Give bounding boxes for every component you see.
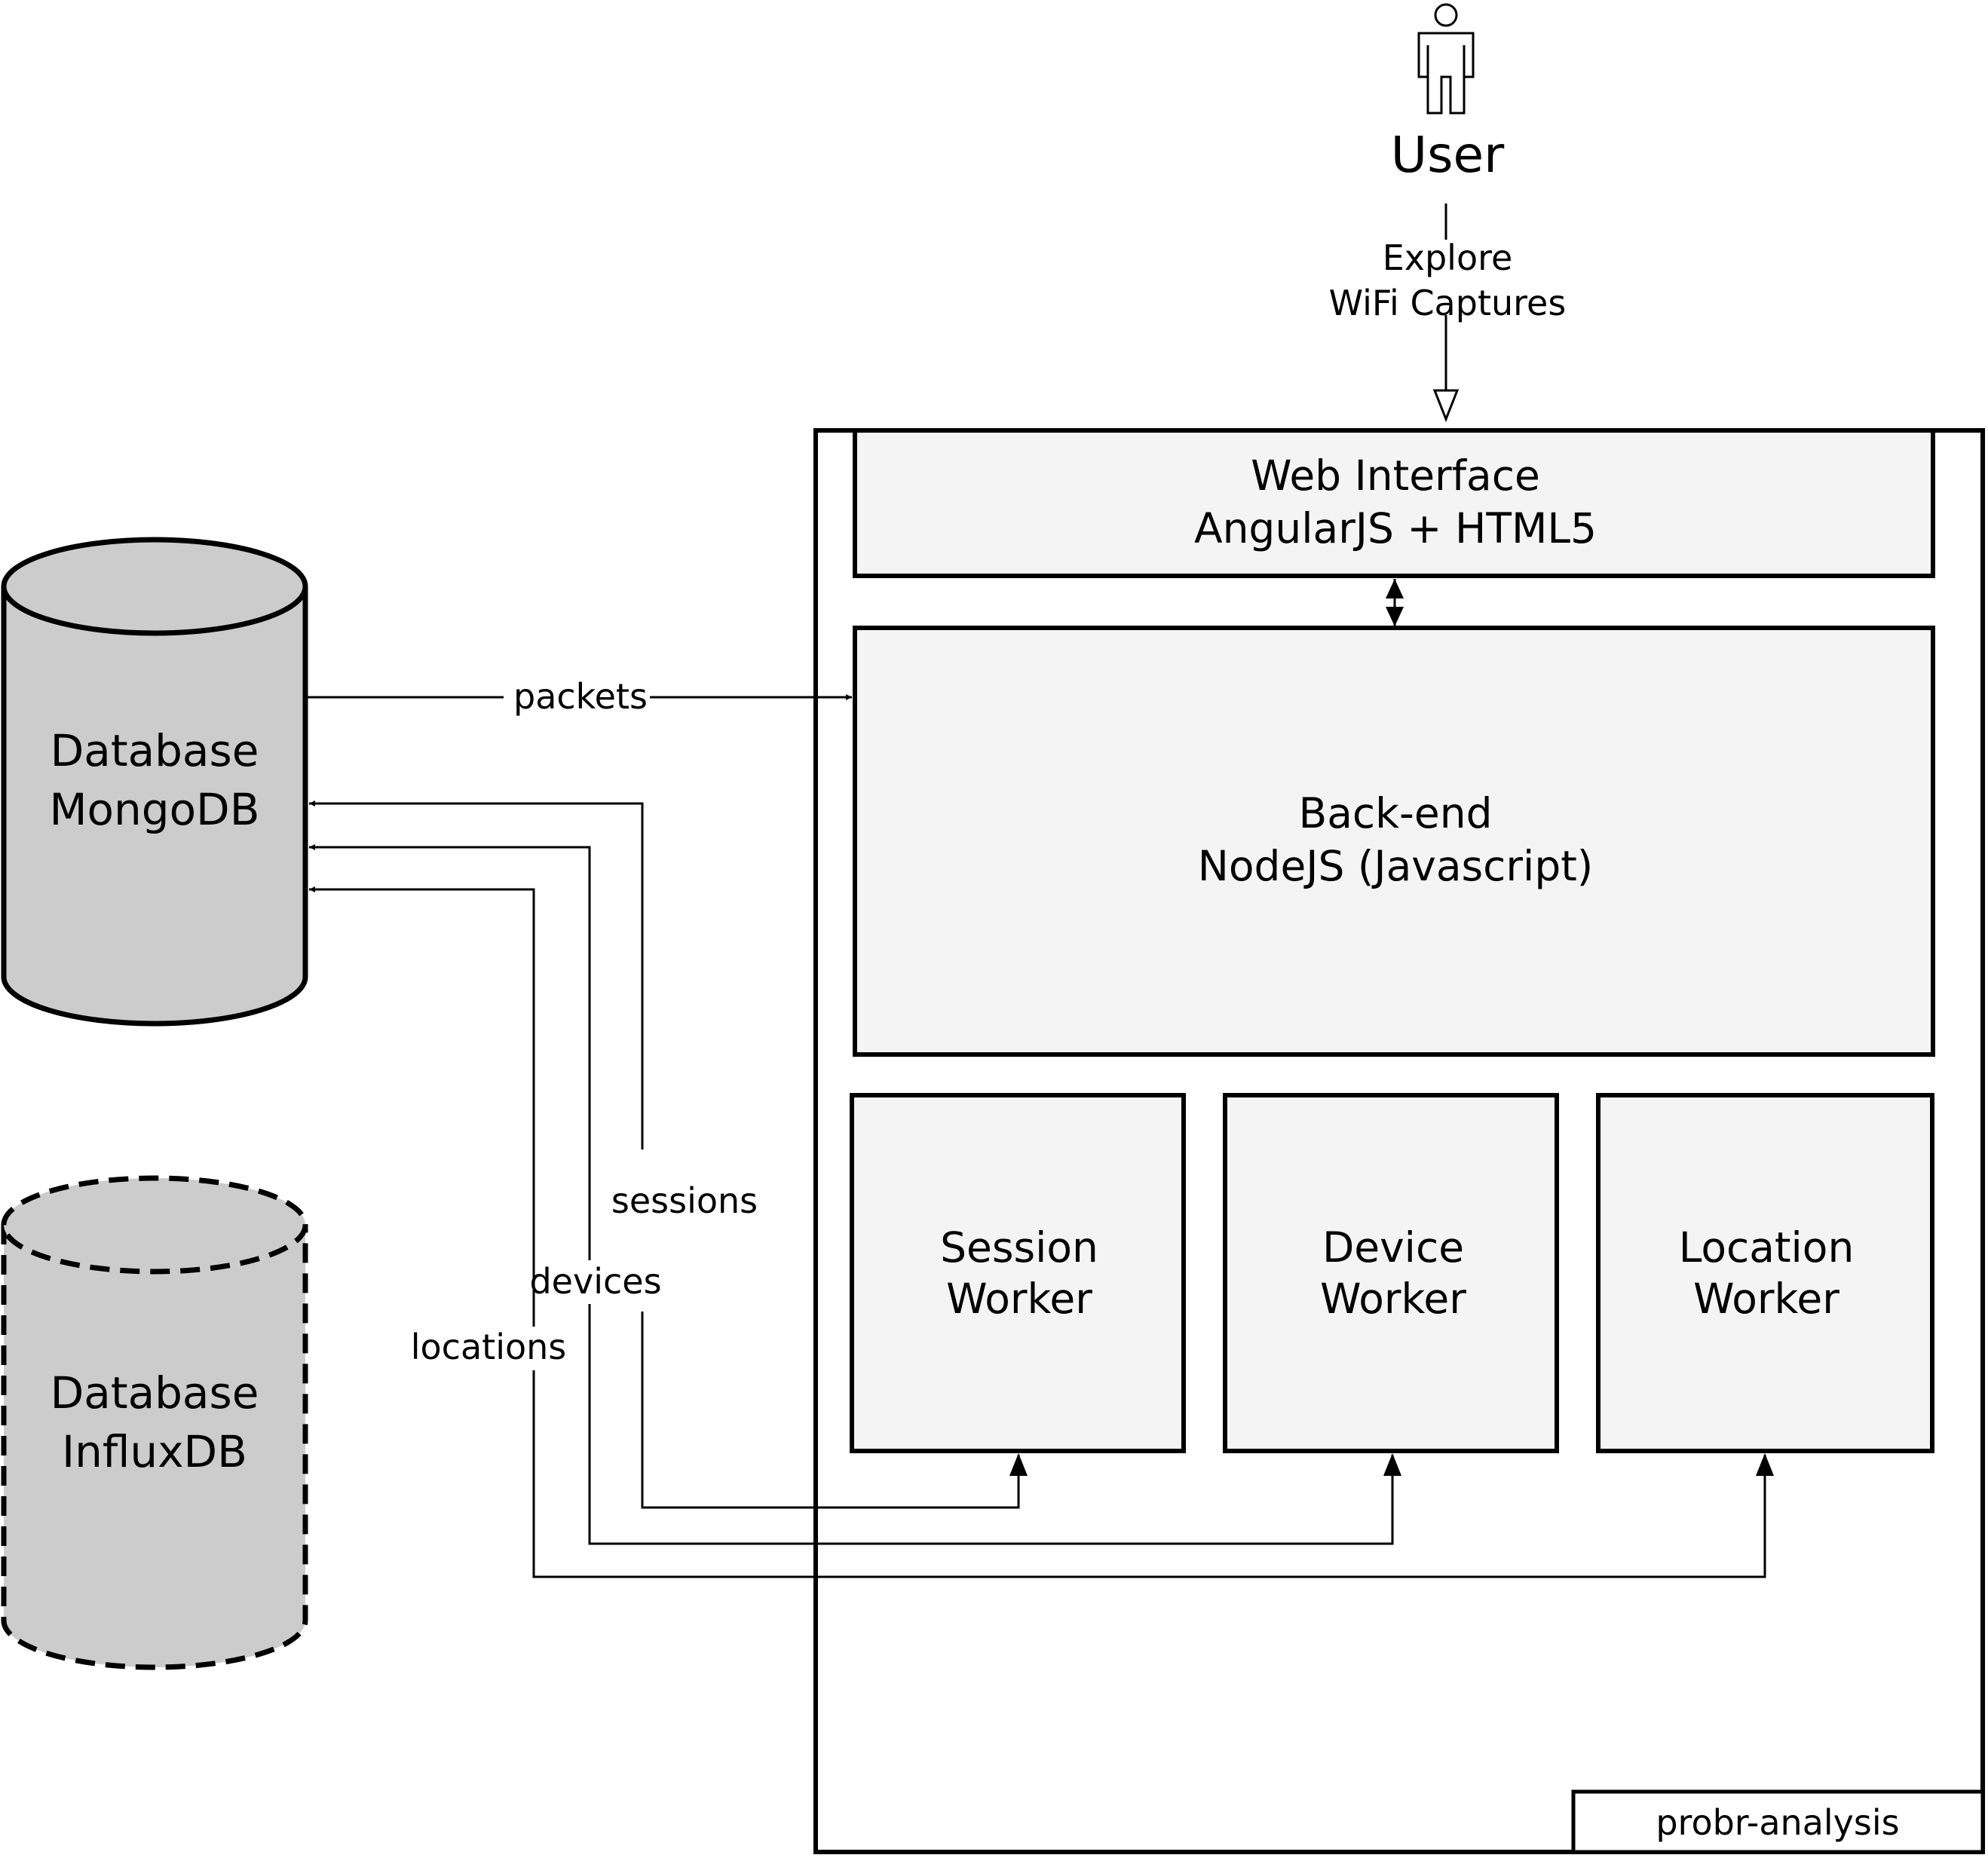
user-icon bbox=[1417, 3, 1475, 115]
arrowhead-up-icon bbox=[1756, 1453, 1774, 1476]
session-worker-label-2: Worker bbox=[946, 1275, 1092, 1323]
backend-label-1: Back-end bbox=[1299, 789, 1493, 837]
backend-box: Back-end NodeJS (Javascript) bbox=[853, 626, 1935, 1057]
edge-explore: Explore WiFi Captures bbox=[1329, 204, 1567, 423]
edge-locations-label: locations bbox=[411, 1327, 566, 1367]
edge-packets: packets bbox=[308, 676, 852, 717]
device-worker-label-2: Worker bbox=[1320, 1275, 1466, 1323]
location-worker-box: Location Worker bbox=[1596, 1093, 1934, 1453]
open-arrowhead-icon bbox=[1432, 389, 1460, 423]
edge-web-backend bbox=[1386, 579, 1404, 626]
device-worker-box: Device Worker bbox=[1223, 1093, 1559, 1453]
session-worker-box: Session Worker bbox=[850, 1093, 1186, 1453]
arrowhead-up-icon bbox=[1383, 1453, 1401, 1476]
session-worker-label-1: Session bbox=[940, 1223, 1098, 1272]
edge-explore-label-2: WiFi Captures bbox=[1329, 283, 1567, 323]
database-influxdb: Database InfluxDB bbox=[1, 1175, 308, 1670]
edge-locations: locations bbox=[309, 886, 1774, 1578]
mongodb-label-1: Database bbox=[51, 725, 259, 776]
arrowhead-down-icon bbox=[1386, 607, 1404, 626]
device-worker-label-1: Device bbox=[1322, 1223, 1464, 1272]
backend-label-2: NodeJS (Javascript) bbox=[1198, 842, 1594, 890]
user-label: User bbox=[1391, 126, 1505, 184]
web-interface-label-2: AngularJS + HTML5 bbox=[1194, 504, 1597, 553]
arrowhead-up-icon bbox=[1009, 1453, 1028, 1476]
location-worker-label-1: Location bbox=[1679, 1223, 1855, 1272]
edge-devices: devices bbox=[309, 844, 1401, 1545]
user-actor: User bbox=[1391, 3, 1505, 184]
edge-explore-label-1: Explore bbox=[1383, 237, 1513, 278]
web-interface-box: Web Interface AngularJS + HTML5 bbox=[853, 428, 1935, 578]
mongodb-label-2: MongoDB bbox=[49, 784, 259, 835]
web-interface-label-1: Web Interface bbox=[1251, 451, 1540, 500]
edge-sessions: sessions bbox=[309, 800, 1028, 1509]
influxdb-label-1: Database bbox=[51, 1367, 259, 1419]
arrowhead-up-icon bbox=[1386, 579, 1404, 598]
influxdb-label-2: InfluxDB bbox=[62, 1426, 247, 1477]
edge-packets-label: packets bbox=[513, 676, 648, 717]
location-worker-label-2: Worker bbox=[1693, 1275, 1839, 1323]
edge-devices-label: devices bbox=[529, 1261, 661, 1302]
edge-sessions-label: sessions bbox=[611, 1180, 758, 1221]
system-name-label: probr-analysis bbox=[1656, 1802, 1899, 1843]
database-mongodb: Database MongoDB bbox=[1, 537, 308, 1027]
